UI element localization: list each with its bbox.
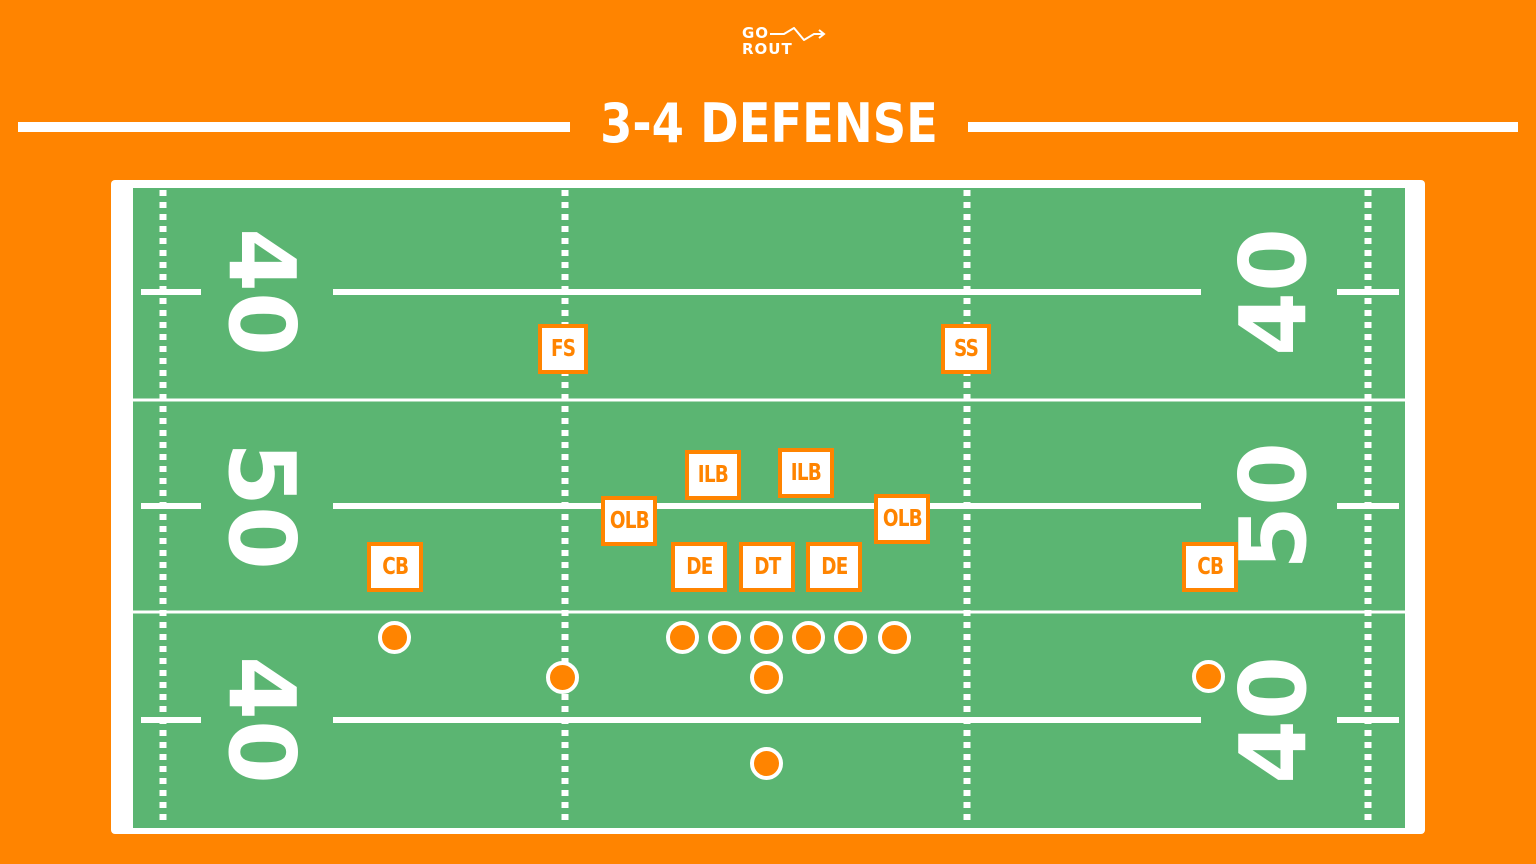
offense-player-icon bbox=[546, 661, 579, 694]
offense-player-icon bbox=[834, 621, 867, 654]
title-rule-right bbox=[968, 122, 1518, 132]
position-ilb-left: ILB bbox=[685, 450, 741, 500]
position-cb-right: CB bbox=[1182, 542, 1238, 592]
diagram-title: 3-4 DEFENSE bbox=[600, 92, 938, 155]
logo-line-2: ROUT bbox=[742, 40, 793, 58]
yard-number-left-top: 40 bbox=[208, 228, 315, 356]
offense-player-icon bbox=[1192, 660, 1225, 693]
offense-player-icon bbox=[750, 621, 783, 654]
offense-player-icon bbox=[792, 621, 825, 654]
position-de-right: DE bbox=[806, 542, 862, 592]
position-olb-right: OLB bbox=[874, 494, 930, 544]
football-field: 40 50 40 40 50 40 bbox=[133, 188, 1405, 828]
position-de-left: DE bbox=[671, 542, 727, 592]
position-olb-left: OLB bbox=[601, 496, 657, 546]
logo-route-arrow-icon bbox=[770, 27, 826, 41]
offense-player-icon bbox=[378, 621, 411, 654]
yard-number-right-top: 40 bbox=[1220, 228, 1327, 356]
position-ilb-right: ILB bbox=[778, 448, 834, 498]
position-fs: FS bbox=[538, 324, 588, 374]
gorout-logo: GO ROUT bbox=[740, 26, 830, 62]
logo-line-1: GO bbox=[742, 24, 770, 42]
offense-player-icon bbox=[878, 621, 911, 654]
yard-number-left-mid: 50 bbox=[208, 442, 315, 570]
offense-player-icon bbox=[708, 621, 741, 654]
yard-lines bbox=[133, 289, 1405, 723]
offense-player-icon bbox=[666, 621, 699, 654]
title-rule-left bbox=[18, 122, 570, 132]
offense-player-icon bbox=[750, 747, 783, 780]
yard-number-left-bottom: 40 bbox=[208, 656, 315, 784]
position-dt: DT bbox=[739, 542, 795, 592]
yard-numbers-left: 40 50 40 bbox=[208, 228, 315, 784]
position-cb-left: CB bbox=[367, 542, 423, 592]
offense-player-icon bbox=[750, 661, 783, 694]
yard-numbers-right: 40 50 40 bbox=[1220, 228, 1327, 784]
position-ss: SS bbox=[941, 324, 991, 374]
yard-number-right-bottom: 40 bbox=[1220, 656, 1327, 784]
